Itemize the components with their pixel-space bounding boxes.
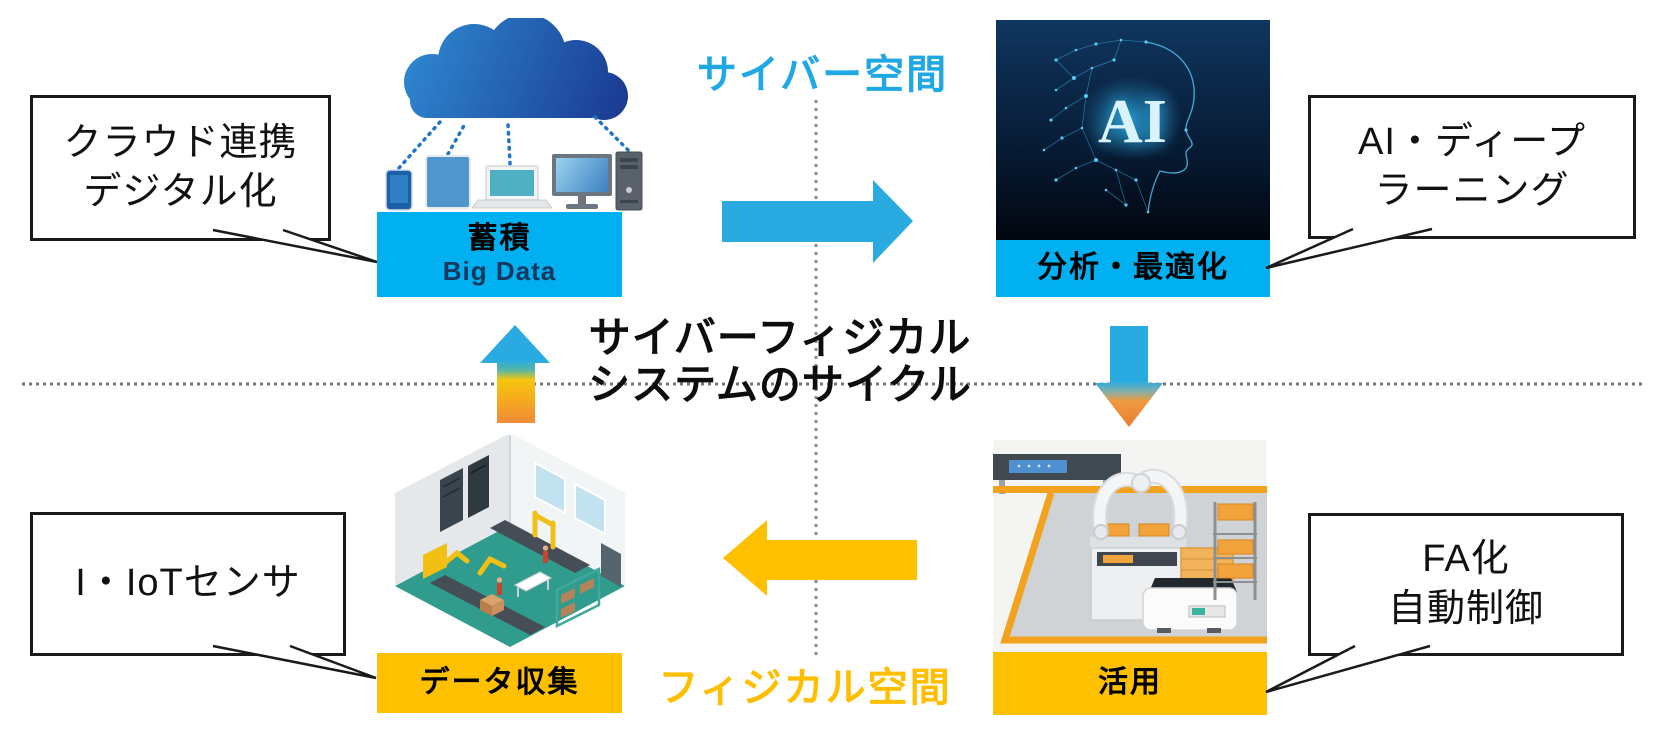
cycle-arrow-up <box>480 325 550 423</box>
callout-cloud-digital-line2: デジタル化 <box>83 171 278 213</box>
node-accumulate-subtitle: Big Data <box>442 256 557 287</box>
work-desk <box>513 571 553 597</box>
callout-ai-deep-learning-line1: AI・ディープ <box>1358 120 1586 163</box>
cycle-arrow-down <box>1095 326 1163 427</box>
factory-window <box>534 461 566 515</box>
node-analyze-optimize-title: 分析・最適化 <box>1037 251 1229 285</box>
orange-floor-stripe <box>993 486 1267 493</box>
cyber-space-label: サイバー空間 <box>696 53 949 97</box>
node-accumulate: 蓄積 Big Data <box>377 212 622 297</box>
back-conveyor <box>993 454 1121 494</box>
node-data-collection: データ収集 <box>377 653 622 713</box>
callout-fa-auto-control-line2: 自動制御 <box>1387 587 1544 630</box>
node-analyze-optimize: 分析・最適化 <box>996 240 1270 297</box>
physical-space-label: フィジカル空間 <box>658 666 952 710</box>
cloud-devices-illustration <box>385 18 643 211</box>
smart-factory-illustration <box>395 435 625 647</box>
callout-iot-sensor-line1: I・IoTセンサ <box>75 562 301 605</box>
node-utilize-title: 活用 <box>1098 666 1162 700</box>
cloud-icon <box>404 18 628 120</box>
robot-and-agv-illustration <box>993 440 1267 652</box>
callout-cloud-digital-line1: クラウド連携 <box>63 121 298 164</box>
floor-boxes <box>480 594 504 616</box>
center-title-line1: サイバーフィジカル <box>588 314 972 361</box>
callout-iot-sensor: I・IoTセンサ <box>30 512 346 656</box>
robot-image <box>993 440 1267 652</box>
callout-fa-auto-control-line1: FA化 <box>1422 538 1510 581</box>
callout-fa-auto-control: FA化 自動制御 <box>1308 513 1624 656</box>
node-data-collection-title: データ収集 <box>419 665 580 699</box>
flow-arrow-left <box>723 520 917 596</box>
node-accumulate-title: 蓄積 <box>467 221 532 255</box>
cloud-connection-dotted-lines <box>397 114 630 170</box>
smartphone-icon <box>385 169 413 211</box>
center-title: サイバーフィジカル システムのサイクル <box>560 314 1000 408</box>
conveyor-belt <box>490 520 590 573</box>
agv-vehicle <box>1142 578 1238 633</box>
orange-floor-border <box>1000 491 1267 644</box>
flow-arrow-right <box>722 180 913 263</box>
network-mesh-dots <box>1042 38 1188 214</box>
robot-arms <box>442 510 556 576</box>
ai-digital-head-illustration: AI <box>996 20 1270 240</box>
monitor-icon <box>552 154 612 209</box>
bin-rack <box>1213 502 1257 600</box>
laptop-icon <box>471 165 553 209</box>
cloud-devices-image <box>370 18 645 214</box>
factory-window <box>574 482 606 536</box>
yellow-machine <box>423 543 447 579</box>
server-cabinets <box>440 455 489 532</box>
desktop-tower-icon <box>615 151 643 211</box>
ai-image: AI <box>996 20 1270 240</box>
ai-glyph-text: AI <box>1098 88 1167 156</box>
worker-figures <box>496 545 549 595</box>
factory-image <box>385 435 635 653</box>
center-title-line2: システムのサイクル <box>588 361 972 409</box>
ai-glow <box>1079 76 1183 160</box>
node-utilize: 活用 <box>993 652 1267 715</box>
callout-ai-deep-learning: AI・ディープ ラーニング <box>1308 95 1636 239</box>
callout-ai-deep-learning-line2: ラーニング <box>1374 170 1570 212</box>
factory-door <box>601 543 621 587</box>
storage-shelf <box>555 566 601 629</box>
tablet-icon <box>425 155 471 209</box>
callout-cloud-digital: クラウド連携 デジタル化 <box>30 95 331 241</box>
head-profile-outline <box>1145 41 1195 213</box>
